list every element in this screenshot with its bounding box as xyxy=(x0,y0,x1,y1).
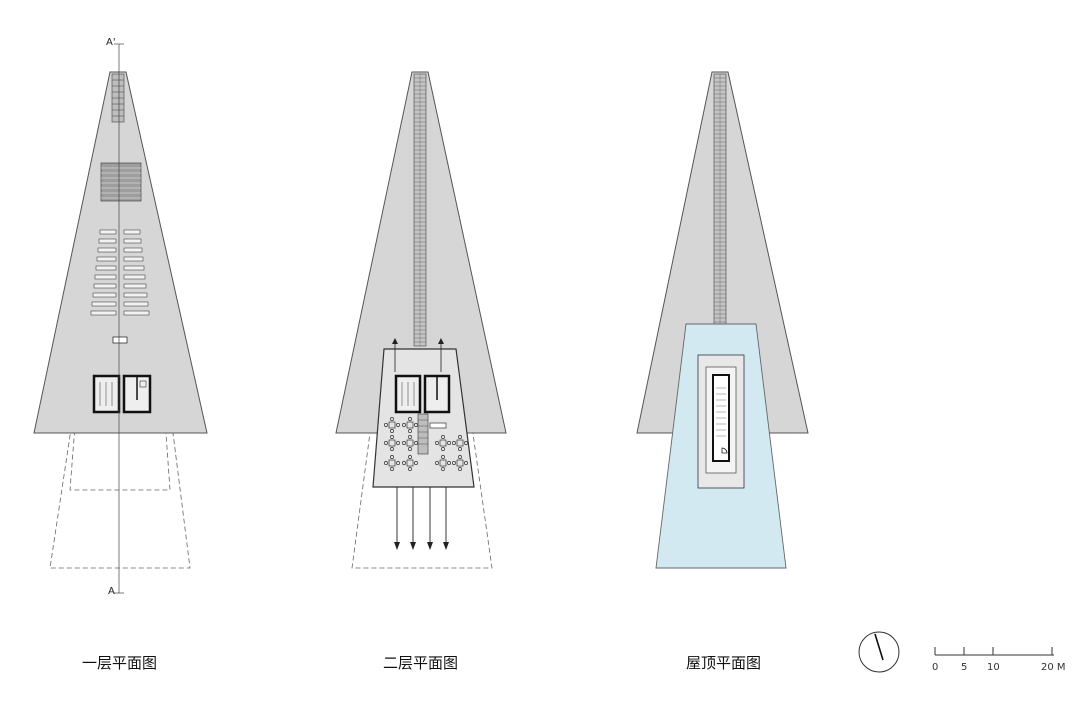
chair xyxy=(384,423,388,427)
chair xyxy=(390,455,394,459)
chair xyxy=(396,441,400,445)
chair xyxy=(390,429,394,433)
chair xyxy=(441,455,445,459)
chair xyxy=(390,447,394,451)
chair xyxy=(402,423,406,427)
central-stair xyxy=(417,413,429,455)
bench xyxy=(429,422,447,429)
grand-stair xyxy=(100,162,142,202)
chair xyxy=(464,441,468,445)
section-label-top: A' xyxy=(106,37,116,48)
chair xyxy=(441,467,445,471)
chair xyxy=(435,441,439,445)
chair xyxy=(384,441,388,445)
table xyxy=(388,459,396,467)
scale-tick-20: 20 M xyxy=(1041,662,1066,673)
chair xyxy=(402,461,406,465)
plan-title-ground-floor: 一层平面图 xyxy=(82,654,158,672)
section-label-bottom: A xyxy=(108,586,115,597)
chair xyxy=(441,435,445,439)
chair xyxy=(402,441,406,445)
chair xyxy=(458,467,462,471)
plan-title-roof: 屋顶平面图 xyxy=(686,654,762,672)
chair xyxy=(458,435,462,439)
grand-stair-treads xyxy=(101,167,141,199)
stair-core xyxy=(92,374,121,414)
chair xyxy=(414,461,418,465)
chair xyxy=(447,461,451,465)
chair xyxy=(408,429,412,433)
table xyxy=(439,459,447,467)
north-arrow xyxy=(858,631,900,673)
scale-tick-5: 5 xyxy=(961,662,968,673)
table-groups xyxy=(384,417,468,471)
scale-tick-0: 0 xyxy=(932,662,939,673)
chair xyxy=(452,461,456,465)
table xyxy=(406,421,414,429)
chair xyxy=(384,461,388,465)
chair xyxy=(408,467,412,471)
chair xyxy=(414,423,418,427)
chair xyxy=(458,447,462,451)
chair xyxy=(441,447,445,451)
chair xyxy=(414,441,418,445)
table xyxy=(439,439,447,447)
chair xyxy=(447,441,451,445)
chair xyxy=(396,461,400,465)
chair xyxy=(458,455,462,459)
chair xyxy=(390,435,394,439)
door-block xyxy=(112,336,128,344)
tower-triangle xyxy=(33,71,208,434)
plan-second-floor xyxy=(335,71,507,569)
plan-title-second-floor: 二层平面图 xyxy=(383,654,459,672)
table xyxy=(388,421,396,429)
seating-rows xyxy=(90,229,150,316)
top-stair-treads xyxy=(112,79,124,117)
chair xyxy=(452,441,456,445)
table xyxy=(406,439,414,447)
chair xyxy=(408,435,412,439)
table xyxy=(456,439,464,447)
chair xyxy=(390,417,394,421)
chair xyxy=(390,467,394,471)
chair xyxy=(396,423,400,427)
plan-roof xyxy=(636,71,809,569)
plan-ground-floor xyxy=(33,43,208,594)
chair xyxy=(408,417,412,421)
chair xyxy=(408,455,412,459)
scale-bar xyxy=(934,647,1054,656)
long-stair-treads xyxy=(414,77,426,343)
chair xyxy=(408,447,412,451)
table xyxy=(456,459,464,467)
table xyxy=(406,459,414,467)
exit-arrows xyxy=(396,487,447,544)
scale-tick-10: 10 xyxy=(987,662,1000,673)
chair xyxy=(435,461,439,465)
chair xyxy=(464,461,468,465)
table xyxy=(388,439,396,447)
